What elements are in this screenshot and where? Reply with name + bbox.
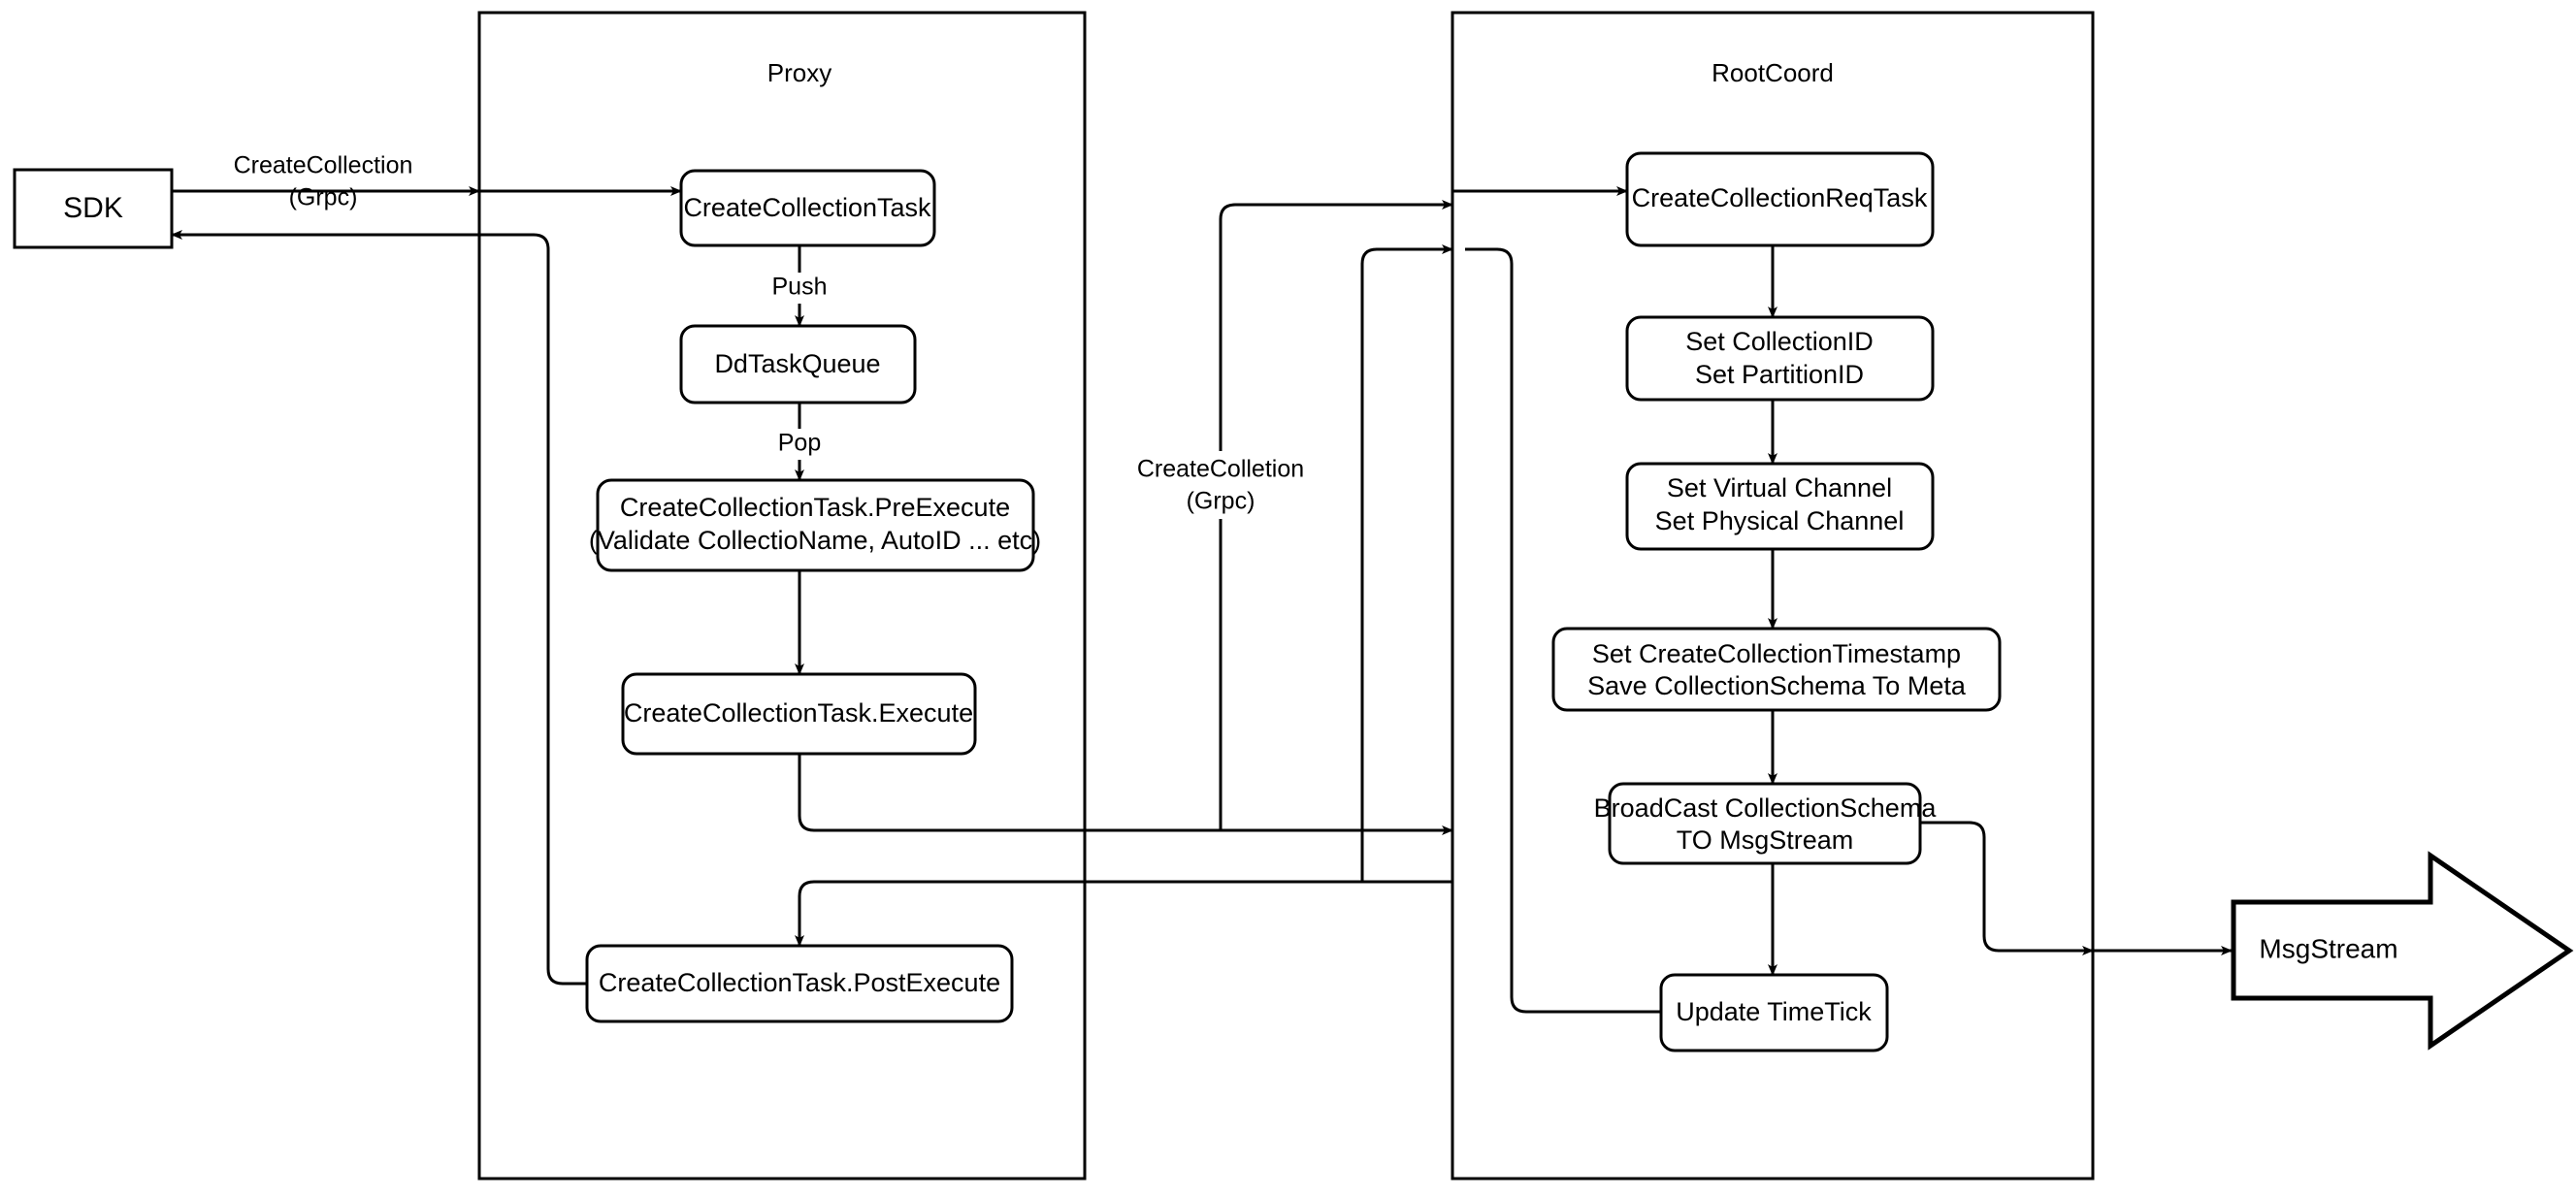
node-msgstream-label: MsgStream [2259, 933, 2397, 963]
edge-return-channel [1360, 244, 1453, 882]
node-set-ids-label-line1: Set CollectionID [1685, 327, 1874, 356]
node-pre-execute-label-line1: CreateCollectionTask.PreExecute [620, 493, 1010, 522]
node-update-timetick-label: Update TimeTick [1676, 997, 1872, 1026]
node-set-timestamp-label-line1: Set CreateCollectionTimestamp [1592, 639, 1961, 668]
node-msgstream[interactable]: MsgStream [2231, 851, 2574, 1051]
node-dd-task-queue[interactable]: DdTaskQueue [679, 324, 917, 404]
node-sdk-label: SDK [63, 192, 123, 224]
node-post-execute[interactable]: CreateCollectionTask.PostExecute [585, 944, 1014, 1023]
edge-label-push-text: Push [772, 274, 828, 301]
edge-label-sdk-to-proxy-line2: (Grpc) [289, 184, 358, 211]
node-pre-execute-label-line2: (Validate CollectioName, AutoID ... etc) [589, 526, 1041, 555]
node-set-ids-label-line2: Set PartitionID [1695, 360, 1864, 389]
node-create-collection-task-label: CreateCollectionTask [683, 193, 931, 222]
node-set-channels-label-line2: Set Physical Channel [1655, 506, 1905, 535]
edge-broadcast-to-msgstream [1919, 821, 2094, 955]
edge-label-pop-text: Pop [778, 430, 821, 457]
edge-rootcoord-to-postexecute [795, 880, 1452, 947]
edge-execute-to-rootcoord [798, 754, 1453, 835]
edge-grpc-to-rootcoord [1219, 200, 1453, 830]
container-proxy-label: Proxy [767, 58, 831, 87]
node-execute[interactable]: CreateCollectionTask.Execute [621, 672, 977, 756]
node-set-channels[interactable]: Set Virtual Channel Set Physical Channel [1625, 462, 1935, 551]
edge-label-sdk-to-proxy: CreateCollection (Grpc) [234, 152, 413, 211]
node-create-collection-task[interactable]: CreateCollectionTask [679, 169, 936, 247]
edge-label-sdk-to-proxy-line1: CreateCollection [234, 152, 413, 179]
edge-label-proxy-to-rootcoord-line1: CreateColletion [1137, 456, 1304, 483]
edge-label-pop: Pop [769, 429, 830, 460]
node-broadcast[interactable]: BroadCast CollectionSchema TO MsgStream [1594, 782, 1938, 865]
node-broadcast-label-line2: TO MsgStream [1677, 825, 1854, 855]
container-rootcoord-label: RootCoord [1712, 58, 1834, 87]
edge-label-push: Push [766, 273, 834, 304]
node-broadcast-label-line1: BroadCast CollectionSchema [1594, 793, 1938, 823]
node-execute-label: CreateCollectionTask.Execute [624, 698, 973, 728]
node-update-timetick[interactable]: Update TimeTick [1659, 973, 1889, 1052]
node-create-collection-req-task-label: CreateCollectionReqTask [1632, 183, 1928, 212]
node-dd-task-queue-label: DdTaskQueue [714, 349, 880, 378]
node-sdk[interactable]: SDK [13, 168, 174, 249]
edge-label-proxy-to-rootcoord-line2: (Grpc) [1187, 488, 1255, 515]
edge-postexecute-to-sdk [171, 230, 587, 986]
node-set-ids[interactable]: Set CollectionID Set PartitionID [1625, 315, 1935, 402]
node-set-channels-label-line1: Set Virtual Channel [1667, 473, 1892, 502]
edge-timetick-feedback [1465, 247, 1661, 1014]
node-pre-execute[interactable]: CreateCollectionTask.PreExecute (Validat… [589, 478, 1041, 572]
node-set-timestamp[interactable]: Set CreateCollectionTimestamp Save Colle… [1551, 627, 2002, 712]
node-set-timestamp-label-line2: Save CollectionSchema To Meta [1587, 671, 1967, 700]
edge-label-proxy-to-rootcoord: CreateColletion (Grpc) [1125, 451, 1315, 519]
node-post-execute-label: CreateCollectionTask.PostExecute [599, 968, 1000, 997]
node-create-collection-req-task[interactable]: CreateCollectionReqTask [1625, 151, 1935, 247]
